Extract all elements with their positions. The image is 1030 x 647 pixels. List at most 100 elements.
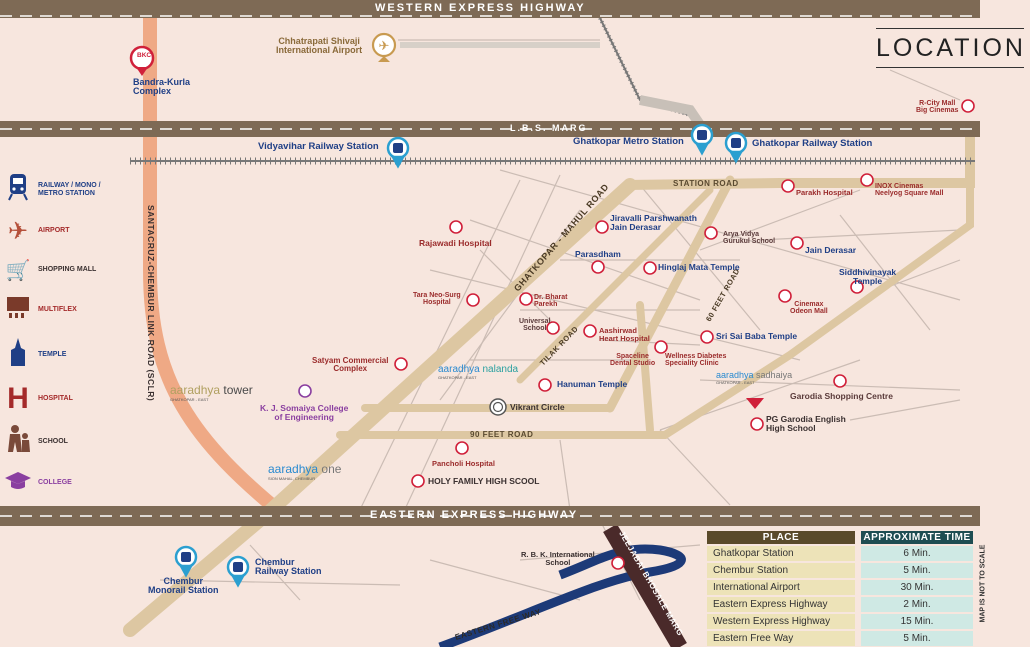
- parakh-label: Parakh Hospital: [796, 188, 853, 197]
- legend-multiflex: MULTIFLEX: [4, 294, 77, 325]
- svg-text:✈: ✈: [379, 39, 390, 54]
- ghatkopar-rail-label: Ghatkopar Railway Station: [752, 138, 873, 149]
- somaiya-label: K. J. Somaiya College of Engineering: [260, 403, 349, 422]
- jeejabai-road: [603, 523, 687, 647]
- vidyavihar-station-icon: [386, 136, 410, 169]
- holy-family-label: HOLY FAMILY HIGH SCOOL: [428, 476, 540, 486]
- hanuman-label: Hanuman Temple: [557, 379, 628, 389]
- table-row: 15 Min.: [861, 614, 973, 629]
- jiravalli-temple-icon: [595, 220, 609, 234]
- jain-derasar-temple-icon: [790, 236, 804, 250]
- eastern-highway-label: EASTERN EXPRESS HIGHWAY: [370, 509, 579, 521]
- tara-hospital-icon: [466, 293, 480, 307]
- aashirwad-label: Aashirwad Heart Hospital: [599, 326, 650, 343]
- station-road-label: STATION ROAD: [673, 179, 739, 188]
- table-row: 5 Min.: [861, 563, 973, 578]
- universal-label: Universal School: [519, 318, 551, 333]
- legend-school: SCHOOL: [4, 424, 68, 459]
- parasdham-label: Parasdham: [575, 249, 621, 259]
- cart-icon: 🛒: [5, 258, 31, 282]
- rbk-school-icon: [611, 556, 625, 570]
- rcity-label: R-City Mall Big Cinemas: [916, 100, 959, 115]
- mono-line: [500, 18, 660, 120]
- cinema-icon: [4, 294, 32, 325]
- chembur-rail-label: Chembur Railway Station: [255, 557, 322, 577]
- spaceline-label: Spaceline Dental Studio: [610, 353, 656, 368]
- hinglaj-temple-icon: [643, 261, 657, 275]
- sixty-feet-road: [605, 175, 735, 413]
- hinglaj-label: Hinglaj Mata Temple: [658, 262, 740, 272]
- saibaba-temple-icon: [700, 330, 714, 344]
- bkc-badge: BKC: [137, 52, 152, 59]
- highway-bands: [0, 0, 980, 526]
- place-header: PLACE: [707, 531, 855, 544]
- table-row: Ghatkopar Station: [707, 546, 855, 561]
- sclr-road: [143, 18, 295, 526]
- bkc-marker-icon: [129, 45, 155, 76]
- ninety-feet-road-label: 90 FEET ROAD: [470, 430, 534, 439]
- ghatkopar-rail-station-icon: [724, 131, 748, 164]
- lbs-marg-label: L.B.S. MARG: [510, 123, 588, 133]
- table-row: Eastern Express Highway: [707, 597, 855, 612]
- pancholi-label: Pancholi Hospital: [432, 459, 495, 468]
- pancholi-hospital-icon: [455, 441, 469, 455]
- jiravalli-label: Jiravalli Parshwanath Jain Derasar: [610, 213, 697, 232]
- pg-garodia-label: PG Garodia English High School: [766, 414, 846, 433]
- inox-cinema-icon: [860, 173, 874, 187]
- bharat-label: Dr. Bharat Parekh: [534, 294, 568, 309]
- garodia-shop-label: Garodia Shopping Centre: [790, 391, 893, 401]
- vidyavihar-label: Vidyavihar Railway Station: [258, 141, 379, 152]
- chembur-mono-station-icon: [174, 545, 198, 578]
- scale-note: MAP IS NOT TO SCALE: [979, 544, 987, 623]
- table-row: 30 Min.: [861, 580, 973, 595]
- school-icon: [4, 424, 32, 459]
- bharat-hospital-icon: [519, 292, 533, 306]
- eastern-free-way: [438, 544, 686, 647]
- legend-airport: ✈ AIRPORT: [4, 217, 70, 245]
- project-location-marker: [746, 398, 764, 409]
- sclr-label: SANTACRUZ-CHEMBUR LINK ROAD (SCLR): [146, 205, 156, 401]
- siddhivinayak-label: Siddhivinayak Temple: [839, 267, 897, 286]
- cinemax-label: Cinemax Odeon Mall: [790, 301, 828, 316]
- table-row: Eastern Free Way: [707, 631, 855, 646]
- ghatkopar-metro-station-icon: [690, 123, 714, 156]
- airport-label: Chhatrapati Shivaji International Airpor…: [276, 36, 363, 56]
- cinemax-icon: [778, 289, 792, 303]
- place-table: PLACE Ghatkopar Station Chembur Station …: [707, 531, 855, 646]
- rcity-mall-icon: [961, 99, 975, 113]
- vikrant-label: Vikrant Circle: [510, 402, 565, 412]
- legend-temple: TEMPLE: [4, 336, 66, 373]
- somaiya-college-icon: [298, 384, 312, 398]
- table-row: Western Express Highway: [707, 614, 855, 629]
- arya-school-icon: [704, 226, 718, 240]
- wellness-label: Wellness Diabetes Speciality Clinic: [665, 353, 727, 368]
- table-row: International Airport: [707, 580, 855, 595]
- chembur-mono-label: Chembur Monorail Station: [148, 576, 219, 596]
- college-icon: [4, 469, 32, 496]
- airplane-icon: ✈: [7, 217, 29, 245]
- sixty-feet-road-label: 60 FEET ROAD: [704, 267, 742, 323]
- table-row: Chembur Station: [707, 563, 855, 578]
- legend-hospital: H HOSPITAL: [4, 382, 73, 416]
- tilak-road: [516, 186, 714, 384]
- station-markers: [174, 123, 748, 588]
- legend-college: COLLEGE: [4, 469, 72, 496]
- hospital-icon: H: [7, 382, 29, 415]
- tara-label: Tara Neo-Surg Hospital: [413, 292, 461, 307]
- rajawadi-label: Rajawadi Hospital: [419, 238, 492, 248]
- parakh-hospital-icon: [781, 179, 795, 193]
- hanuman-temple-icon: [538, 378, 552, 392]
- table-row: 6 Min.: [861, 546, 973, 561]
- universal-school-icon: [546, 321, 560, 335]
- western-express-highway: [0, 0, 980, 18]
- legend-mall: 🛒 SHOPPING MALL: [5, 258, 97, 282]
- wellness-hospital-icon: [654, 340, 668, 354]
- jain-derasar-label: Jain Derasar: [805, 245, 857, 255]
- aashirwad-hospital-icon: [583, 324, 597, 338]
- time-table: APPROXIMATE TIME 6 Min. 5 Min. 30 Min. 2…: [861, 531, 973, 646]
